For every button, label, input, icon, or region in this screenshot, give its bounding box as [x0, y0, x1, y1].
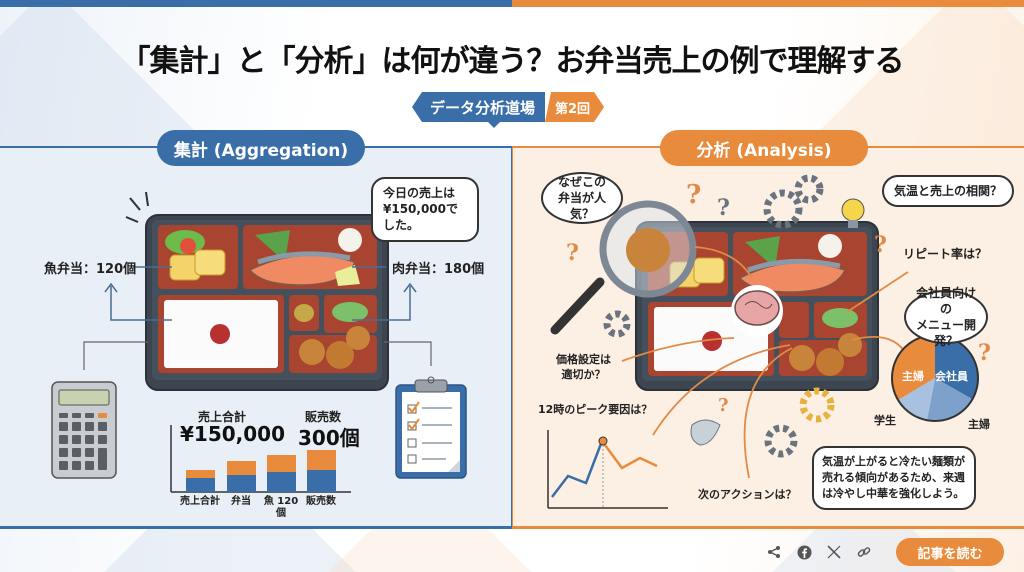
series-label: データ分析道場 [412, 92, 546, 122]
top-accent-bar [0, 0, 1024, 7]
bubble-line: 弁当が人気？ [557, 190, 606, 222]
speech-line: ¥150,000でした。 [383, 202, 459, 233]
read-article-button[interactable]: 記事を読む [896, 538, 1004, 566]
pie-label-student: 学生 [874, 414, 896, 427]
bubble-line: メニュー開発？ [916, 318, 977, 349]
question-mark-icon: ? [686, 180, 702, 210]
bubble-line: 会社員向けの [916, 285, 977, 316]
pie-label-housewife: 主婦 [902, 370, 924, 383]
units-value: 300個 [298, 426, 360, 450]
price-question: 価格設定は 適切か？ [556, 352, 611, 383]
next-action-question: 次のアクションは？ [698, 488, 797, 501]
bar-label: 弁当 [231, 496, 251, 507]
analysis-heading: 分析 (Analysis) [660, 130, 868, 166]
question-mark-icon: ? [717, 195, 730, 221]
insight-line: は冷やし中華を強化しよう。 [822, 486, 965, 500]
menu-question-bubble: 会社員向けの メニュー開発？ [904, 286, 988, 348]
insight-bubble: 気温が上がると冷たい麺類が 売れる傾向があるため、来週 は冷やし中華を強化しよう… [812, 446, 976, 510]
units-title: 販売数 [305, 410, 342, 424]
question-mark-icon: ? [718, 395, 729, 416]
correlation-question-bubble: 気温と売上の相関？ [882, 175, 1015, 208]
question-mark-icon: ? [978, 340, 991, 366]
question-mark-icon: ? [874, 232, 887, 258]
question-line: 価格設定は [556, 353, 611, 366]
bar-label: 売上合計 [180, 496, 220, 507]
insight-line: 売れる傾向があるため、来週 [822, 470, 965, 484]
pie-label-office-worker: 会社員 [935, 370, 968, 383]
episode-label: 第2回 [545, 92, 604, 122]
footer-actions: 記事を読む [766, 538, 1004, 566]
share-icon[interactable] [766, 544, 782, 560]
insight-line: 気温が上がると冷たい麺類が [822, 455, 965, 468]
bubble-line: なぜこの [557, 174, 606, 189]
bar-label: 販売数 [306, 496, 336, 507]
total-sales-title: 売上合計 [198, 410, 247, 424]
fish-bento-count: 魚弁当：120個 [44, 262, 137, 277]
link-icon[interactable] [856, 544, 872, 560]
facebook-icon[interactable] [796, 544, 812, 560]
page-title: 「集計」と「分析」は何が違う？お弁当売上の例で理解する [120, 44, 905, 79]
aggregation-heading: 集計 (Aggregation) [157, 130, 365, 166]
sales-speech-bubble: 今日の売上は ¥150,000でした。 [371, 177, 479, 242]
series-badge: データ分析道場 第2回 [412, 92, 604, 128]
total-sales-value: ¥150,000 [180, 422, 286, 446]
question-line: 適切か？ [561, 368, 606, 382]
speech-line: 今日の売上は [383, 186, 456, 200]
x-icon[interactable] [826, 544, 842, 560]
meat-bento-count: 肉弁当：180個 [392, 262, 485, 277]
question-mark-icon: ? [566, 240, 579, 266]
pie-label-housewife-2: 主婦 [968, 418, 990, 431]
bar-label: 魚 120個 [263, 496, 299, 519]
popular-question-bubble: なぜこの 弁当が人気？ [541, 172, 623, 224]
peak-question: 12時のピーク要因は？ [538, 403, 653, 416]
repeat-rate-question: リピート率は？ [903, 247, 988, 261]
